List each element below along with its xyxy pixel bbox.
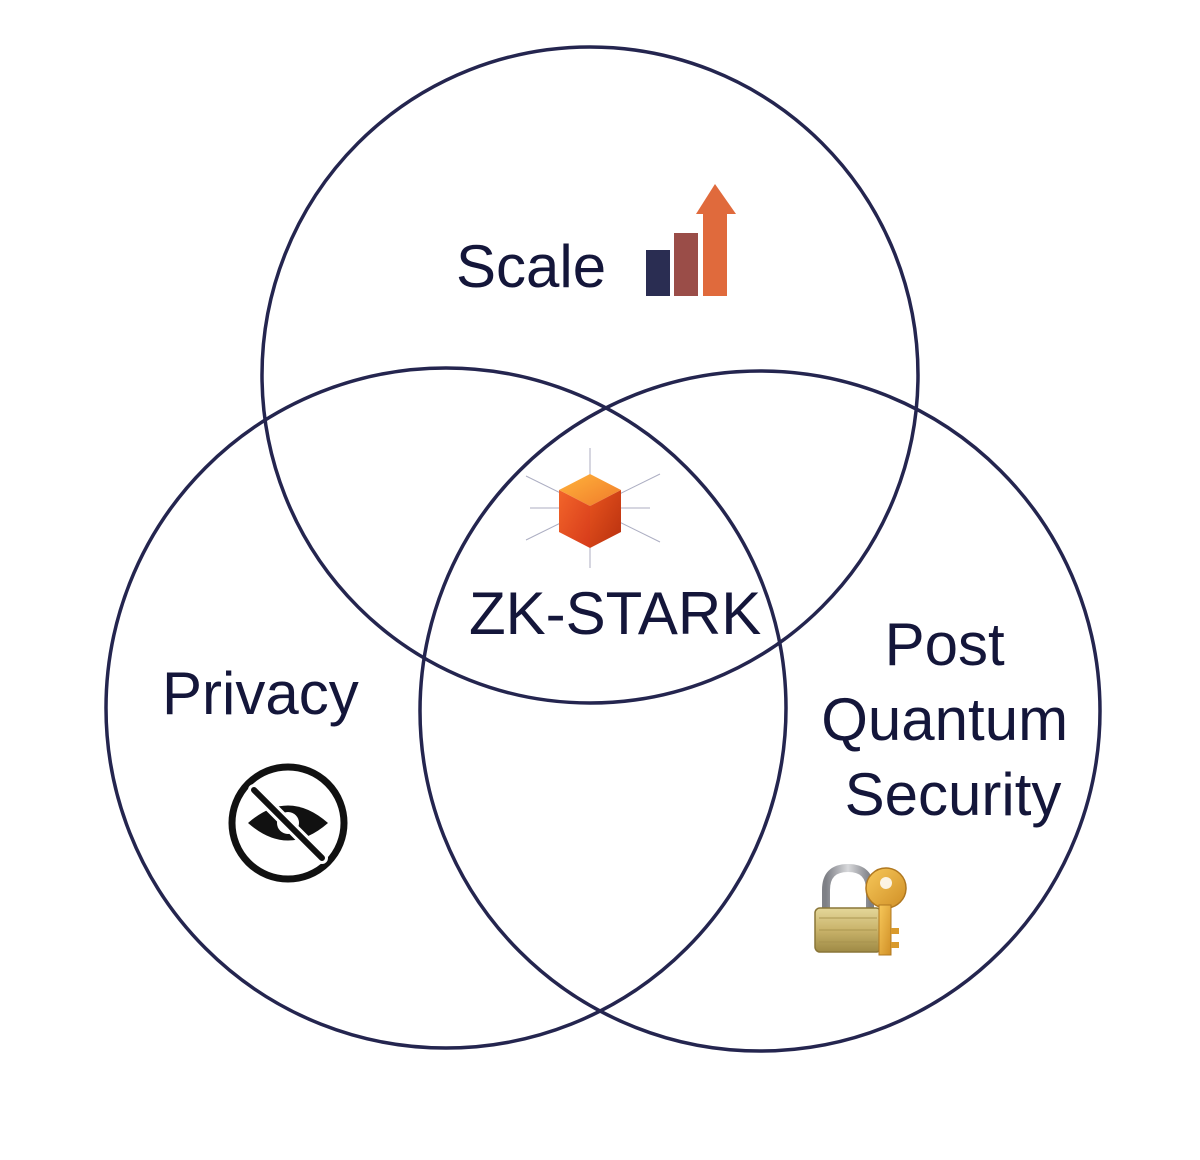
stark-cube-icon bbox=[525, 448, 661, 568]
security-label-line-1: Post bbox=[885, 611, 1005, 678]
rising-bar-chart-icon bbox=[646, 184, 736, 296]
hidden-eye-icon bbox=[228, 763, 348, 883]
scale-label: Scale bbox=[456, 233, 606, 300]
security-circle bbox=[418, 369, 1102, 1053]
intersection-label: ZK-STARK bbox=[469, 580, 761, 647]
padlock-key-icon bbox=[814, 863, 907, 956]
security-label-line-3: Security bbox=[845, 761, 1062, 828]
security-label-line-2: Quantum bbox=[821, 686, 1068, 753]
security-label: Post Quantum Security bbox=[821, 611, 1084, 828]
privacy-label: Privacy bbox=[162, 660, 359, 727]
scale-circle bbox=[260, 45, 920, 705]
privacy-circle bbox=[104, 366, 788, 1050]
